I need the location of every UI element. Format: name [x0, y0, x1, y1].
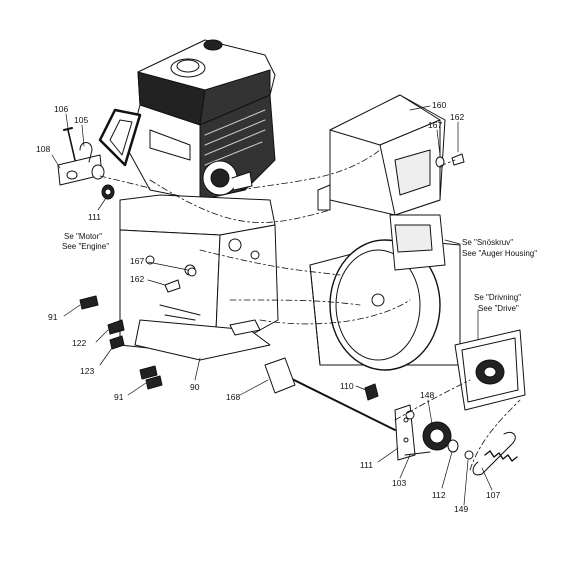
part-label-160: 160 — [432, 100, 446, 110]
part-label-122: 122 — [72, 338, 86, 348]
note-drive-see: See "Drive" — [478, 304, 519, 313]
part-label-168: 168 — [226, 392, 240, 402]
reference-notes: Se "Motor" See "Engine" Se "Snöskruv" Se… — [62, 232, 537, 313]
part-label-111-bottom: 111 — [360, 460, 373, 470]
part-label-106: 106 — [54, 104, 68, 114]
belt-cover-drawing — [317, 94, 446, 216]
part-label-162-right: 162 — [450, 112, 464, 122]
part-label-91-top: 91 — [48, 312, 58, 322]
part-label-162-left: 162 — [130, 274, 144, 284]
note-auger-see: See "Auger Housing" — [462, 249, 537, 258]
note-motor-se: Se "Motor" — [64, 232, 102, 241]
part-label-90: 90 — [190, 382, 200, 392]
hardware-drawing — [57, 127, 465, 401]
part-label-123: 123 — [80, 366, 94, 376]
part-label-167-left: 167 — [130, 256, 144, 266]
part-label-149: 149 — [454, 504, 468, 514]
note-drive-se: Se "Drivning" — [474, 293, 521, 302]
part-label-167-right: 167 — [428, 120, 442, 130]
part-label-103: 103 — [392, 478, 406, 488]
note-auger-se: Se "Snöskruv" — [462, 238, 513, 247]
frame-drawing — [119, 194, 279, 361]
part-label-105: 105 — [74, 115, 88, 125]
part-label-110: 110 — [340, 381, 354, 391]
part-label-91-bottom: 91 — [114, 392, 124, 402]
pulley-assembly-drawing — [405, 410, 518, 476]
shaft-and-bracket-drawing — [264, 357, 431, 461]
part-label-148: 148 — [420, 390, 434, 400]
engine-drawing — [98, 39, 276, 201]
part-label-112: 112 — [432, 490, 446, 500]
part-label-111-left: 111 — [88, 212, 101, 222]
assembly-center-lines — [99, 149, 521, 471]
part-number-labels: 106 105 108 111 160 167 162 167 162 91 1… — [36, 100, 500, 514]
auger-housing-drawing — [309, 214, 461, 371]
leader-lines — [51, 105, 493, 506]
part-label-108: 108 — [36, 144, 50, 154]
part-label-107: 107 — [486, 490, 500, 500]
drive-plate-drawing — [454, 329, 526, 411]
note-engine-see: See "Engine" — [62, 242, 109, 251]
